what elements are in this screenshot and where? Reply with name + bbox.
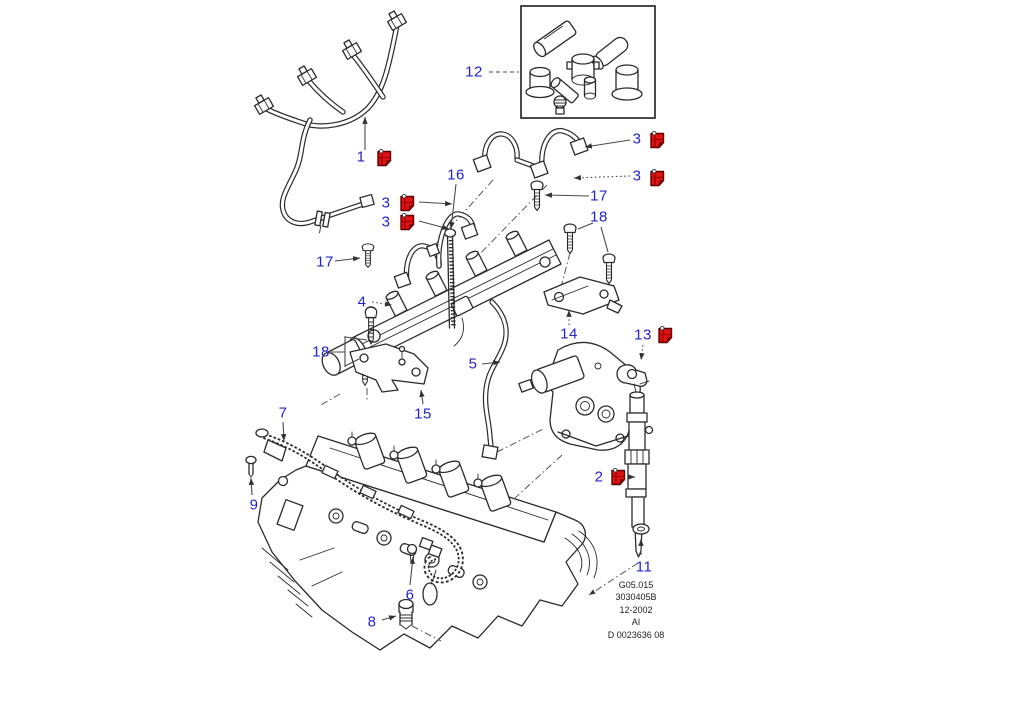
clip-button-6[interactable] [609,467,629,487]
bolt-17-left [361,243,375,268]
callout-3-5[interactable]: 3 [381,213,391,231]
engine-cylinder-head [257,431,598,651]
clip-button-3[interactable] [398,193,418,213]
callout-14-12[interactable]: 14 [560,325,578,343]
plate-line-drawing: 3030405B [615,592,657,603]
bracket-15 [349,343,429,393]
callout-3-3[interactable]: 3 [632,167,642,185]
callout-15-14[interactable]: 15 [414,405,432,423]
high-pressure-pump [518,341,641,451]
harness-connector [418,536,443,559]
glow-plug-towers [347,431,512,512]
supersession-clip-icon [658,325,673,344]
blanking-plug-kit-box [520,5,656,119]
callout-5-13[interactable]: 5 [468,355,478,373]
hose-connector [253,94,275,115]
callout-3-2[interactable]: 3 [632,130,642,148]
callout-1-0[interactable]: 1 [356,148,366,166]
callout-7-18[interactable]: 7 [278,404,288,422]
kit-cap-left [525,66,555,99]
callout-17-7[interactable]: 17 [590,187,608,205]
callout-18-11[interactable]: 18 [312,343,330,361]
callout-4-10[interactable]: 4 [357,293,367,311]
wiring-harness [245,428,464,630]
clip-button-1[interactable] [648,130,668,150]
injector-pipes-lower [393,211,479,289]
kit-bolt [553,95,567,115]
clip-button-5[interactable] [656,325,676,345]
supersession-clip-icon [400,212,415,231]
stud-bolt-16 [443,228,457,329]
bolt-9 [245,455,257,478]
callout-2-16[interactable]: 2 [594,468,604,486]
callout-11-17[interactable]: 11 [635,558,653,576]
callout-18-8[interactable]: 18 [590,208,608,226]
bolt-8 [398,598,414,630]
kit-small-cylinder [583,76,597,100]
plate-code-block: G05.015 3030405B 12-2002 AI D 0023636 08 [586,579,686,641]
clip-button-2[interactable] [648,168,668,188]
callout-9-19[interactable]: 9 [249,496,259,514]
supersession-clip-icon [400,193,415,212]
sealing-washer-11 [632,523,650,535]
plate-line-document: D 0023636 08 [607,629,665,640]
clip-button-4[interactable] [398,212,418,232]
callout-17-9[interactable]: 17 [316,253,334,271]
callout-8-21[interactable]: 8 [367,613,377,631]
fuel-injector-2 [624,391,654,558]
plate-line-date: 12-2002 [619,604,653,615]
kit-center-cap [566,53,600,86]
hose-connector [296,65,318,86]
plate-line-section: G05.015 [618,580,654,590]
clip-button-0[interactable] [375,148,395,168]
bolt-17-right [530,180,544,212]
supersession-clip-icon [650,168,665,187]
callout-6-20[interactable]: 6 [405,586,415,604]
callout-16-6[interactable]: 16 [447,166,465,184]
hose-clip-fitting [314,210,331,234]
injector-clamp-13 [616,364,650,393]
supersession-clip-icon [650,130,665,149]
fuel-supply-pipe-5 [481,299,509,460]
plate-line-variant: AI [631,617,641,628]
hose-connector [386,10,408,31]
hose-connector [341,39,363,60]
fuel-return-hose [253,10,408,234]
supersession-clip-icon [377,148,392,167]
callout-13-15[interactable]: 13 [634,326,652,344]
bolt-18-right-lower [602,253,616,285]
kit-cap-right [611,64,643,101]
callout-12-1[interactable]: 12 [465,63,483,81]
bolt-18-right-upper [563,223,577,255]
injector-pipes-upper [472,127,589,179]
bracket-14 [543,276,623,315]
leader-lines [248,71,645,621]
callout-3-4[interactable]: 3 [381,194,391,212]
supersession-clip-icon [611,467,626,486]
